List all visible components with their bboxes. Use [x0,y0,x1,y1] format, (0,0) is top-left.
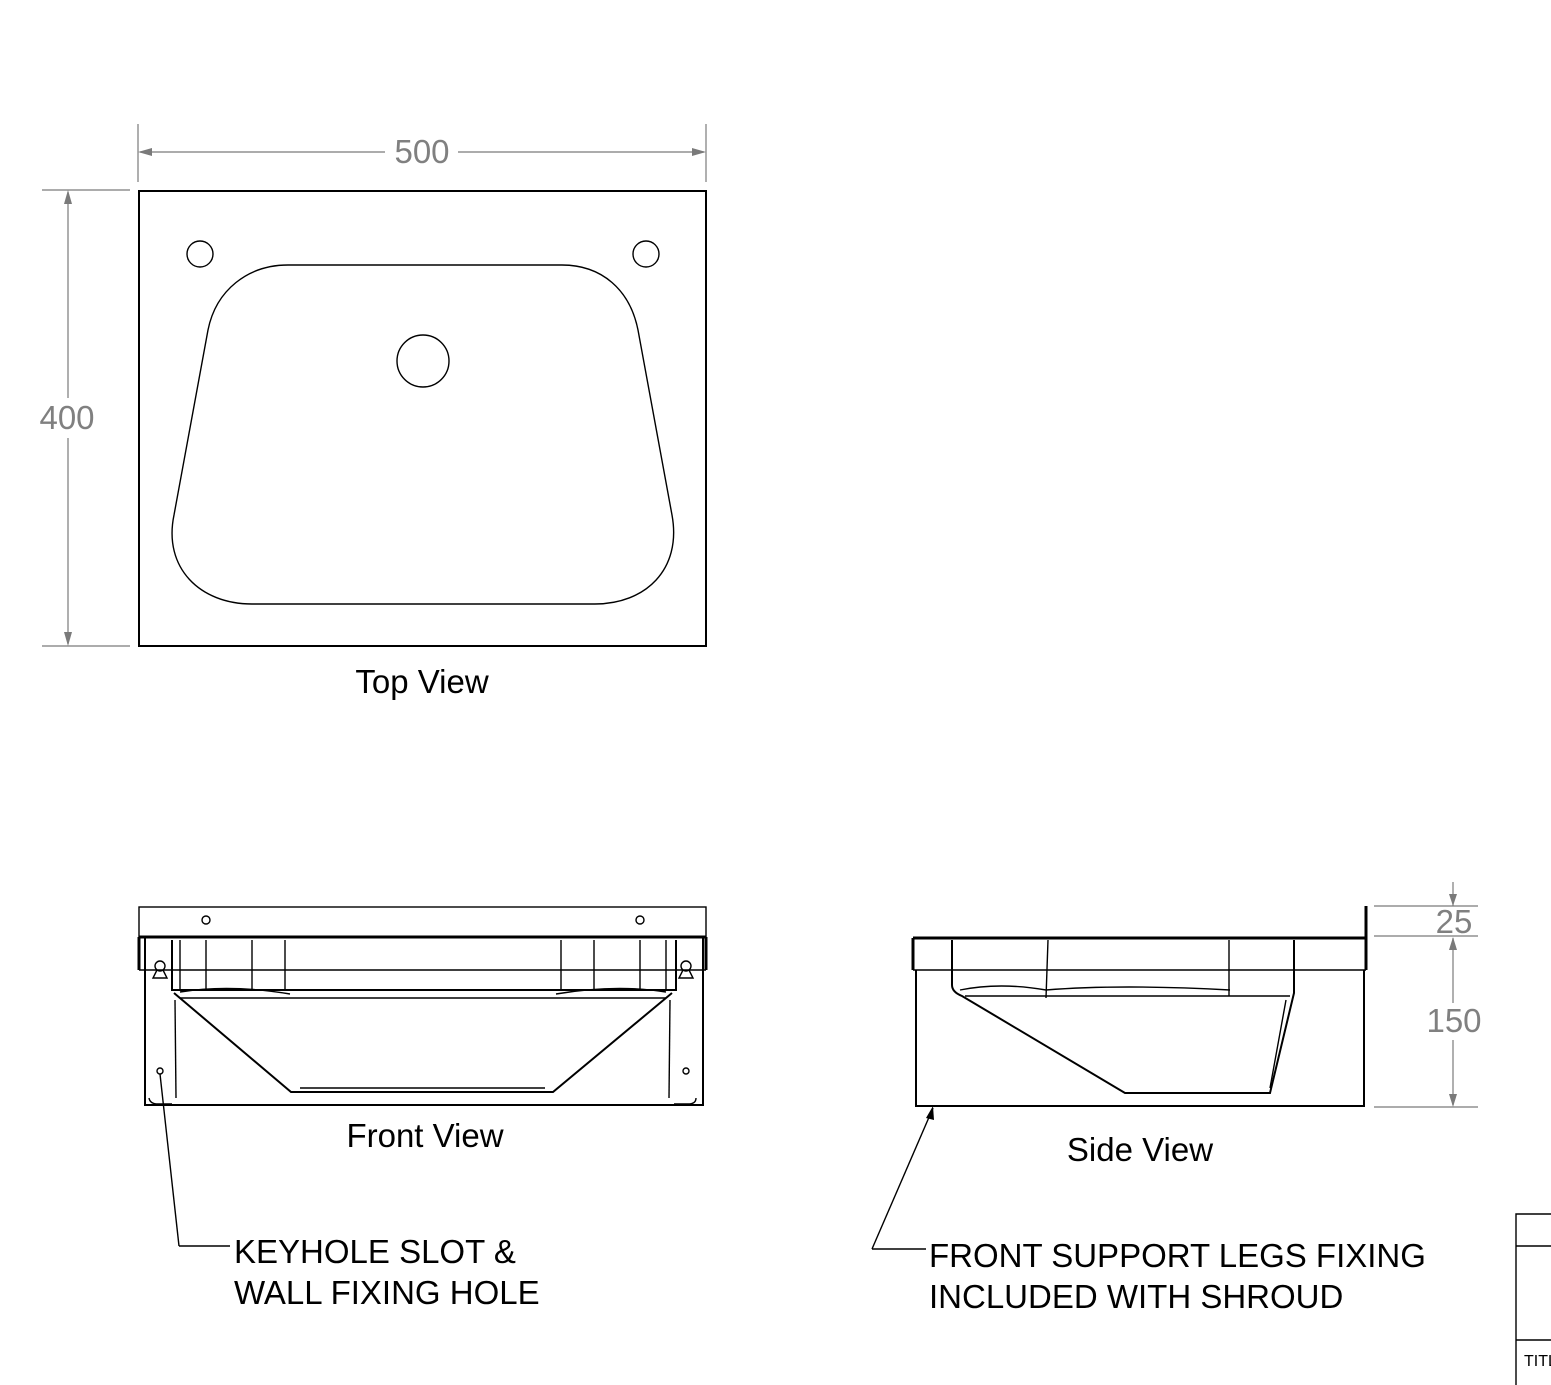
keyhole-slot-left [151,960,169,979]
front-bowl [171,940,677,991]
side-bowl [951,940,1295,1094]
keyhole-slot-right [677,960,695,979]
front-tap-hole-right [635,915,645,925]
bowl-outline [171,264,675,605]
width-dimension-label: 500 [394,133,449,170]
title-block: TITL [1515,1213,1551,1385]
legs-note: FRONT SUPPORT LEGS FIXING INCLUDED WITH … [871,1106,1426,1315]
side-shroud [915,970,1365,1107]
front-tap-hole-left [201,915,211,925]
depth-dimension: 400 [39,189,130,647]
upstand-dimension-label: 25 [1436,903,1473,940]
legs-note-line-2: INCLUDED WITH SHROUD [929,1278,1343,1315]
waste-hole [396,334,450,388]
depth-dimension-label: 400 [39,399,94,436]
wall-fixing-hole-left [156,1067,164,1075]
front-view: Front View [137,906,708,1154]
side-view-caption: Side View [1067,1131,1213,1168]
upstand-dimension: 25 [1374,882,1478,940]
wall-fixing-hole-right [682,1067,690,1075]
front-view-caption: Front View [346,1117,503,1154]
width-dimension: 500 [137,124,707,182]
keyhole-note-line-1: KEYHOLE SLOT & [234,1233,516,1270]
keyhole-note: KEYHOLE SLOT & WALL FIXING HOLE [159,1073,540,1311]
front-upstand [138,906,707,938]
side-view: Side View [911,906,1368,1168]
top-view-caption: Top View [355,663,488,700]
top-view-outline [138,190,707,647]
tap-hole-right [632,240,660,268]
height-dimension-label: 150 [1426,1002,1481,1039]
height-dimension: 150 [1374,937,1482,1108]
tap-hole-left [186,240,214,268]
legs-note-line-1: FRONT SUPPORT LEGS FIXING [929,1237,1426,1274]
title-block-label: TITL [1524,1353,1551,1370]
top-view: 500 400 Top View [39,124,707,700]
keyhole-note-line-2: WALL FIXING HOLE [234,1274,540,1311]
